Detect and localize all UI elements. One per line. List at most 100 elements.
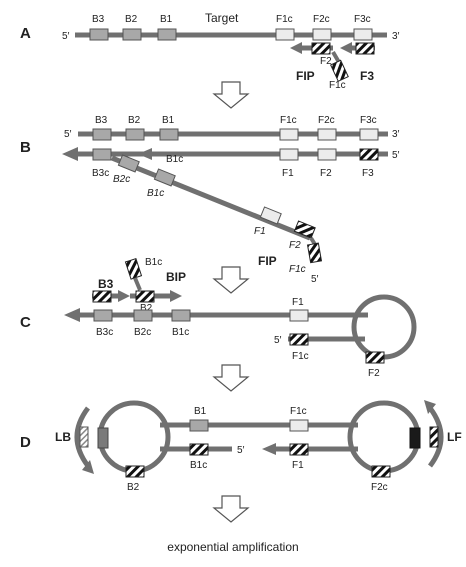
b2-label: B2 — [125, 14, 138, 25]
b3c-label: B3c — [96, 327, 113, 338]
f3-region — [359, 148, 379, 161]
three-prime-label: 3′ — [392, 31, 400, 42]
b1c-label: B1c — [190, 460, 207, 471]
f1c-label: F1c — [292, 351, 309, 362]
b2c-label: B2c — [134, 327, 151, 338]
b1-label: B1 — [162, 115, 175, 126]
five-prime-bottom-label: 5′ — [392, 150, 400, 161]
lb-binding-region — [97, 427, 109, 449]
bip-b1c-label: B1c — [145, 257, 162, 268]
lb-label: LB — [55, 430, 71, 444]
f3c-label: F3c — [360, 115, 377, 126]
b1-label: B1 — [160, 14, 173, 25]
panel-c: C B1c BIP B2 B3 B3c B2c B1c F1 5′ F1c F2 — [20, 257, 417, 379]
b3-primer-segment — [92, 290, 112, 303]
f2-tail-region — [293, 220, 316, 239]
f1c-region — [289, 333, 309, 346]
b1-region — [157, 28, 177, 41]
amplification-caption: exponential amplification — [167, 540, 298, 554]
f2-tail-label: F2 — [289, 240, 301, 251]
lf-primer-strand — [427, 406, 444, 468]
f1c-tail-region — [306, 242, 323, 264]
bip-linker — [133, 277, 142, 291]
bip-b2-segment — [135, 290, 155, 303]
right-loop — [347, 400, 421, 474]
lb-primer-strand — [74, 406, 91, 468]
f2c-label: F2c — [318, 115, 335, 126]
five-prime-tail-label: 5′ — [311, 274, 319, 285]
panel-label-d: D — [20, 434, 31, 451]
five-prime-label: 5′ — [237, 445, 245, 456]
f2c-region — [312, 28, 332, 41]
panel-d: D B1 B1c 5′ F1c F1 B2 F2c LB LF — [20, 400, 462, 493]
f3-label: F3 — [362, 168, 374, 179]
fip-f2-segment — [311, 42, 331, 55]
b2-label: B2 — [128, 115, 141, 126]
f3-primer-label: F3 — [360, 69, 374, 83]
b1c-strand-label: B1c — [172, 327, 189, 338]
five-prime-top-label: 5′ — [64, 129, 72, 140]
f2c-label: F2c — [371, 482, 388, 493]
b2-region — [125, 128, 145, 141]
b3-extension-arrowhead — [62, 147, 78, 161]
f1c-region — [279, 128, 299, 141]
b2c-label: B2c — [113, 174, 130, 185]
bip-arrowhead — [170, 290, 182, 302]
b3c-label: B3c — [92, 168, 109, 179]
b1c-strand-label: B1c — [147, 188, 164, 199]
stem-loop — [351, 294, 417, 360]
f2-region — [317, 148, 337, 161]
f1c-region — [275, 28, 295, 41]
b2-region — [122, 28, 142, 41]
b3-region — [92, 128, 112, 141]
f3-arrowhead — [340, 42, 352, 54]
b2c-region — [133, 309, 153, 322]
panel-a: A Target 5′ 3′ B3 B2 B1 F1c F2c F3c F2 F… — [20, 11, 400, 91]
f3c-region — [359, 128, 379, 141]
b2-region — [125, 465, 145, 478]
bip-b2-label: B2 — [140, 303, 153, 314]
b1c-strand-region — [153, 168, 176, 187]
f2-label: F2 — [320, 168, 332, 179]
three-prime-top-label: 3′ — [392, 129, 400, 140]
b1-region — [189, 419, 209, 432]
b1c-label: B1c — [166, 154, 183, 165]
b3-label: B3 — [92, 14, 105, 25]
panel-label-a: A — [20, 25, 31, 42]
f1c-label: F1c — [276, 14, 293, 25]
b3-primer-label: B3 — [98, 277, 114, 291]
f3c-label: F3c — [354, 14, 371, 25]
f1-label: F1 — [292, 297, 304, 308]
step-arrow-4 — [212, 495, 250, 523]
f2c-label: F2c — [313, 14, 330, 25]
five-prime-label: 5′ — [274, 335, 282, 346]
b1-region — [159, 128, 179, 141]
f2c-region — [317, 128, 337, 141]
b1c-region — [171, 309, 191, 322]
five-prime-label: 5′ — [62, 31, 70, 42]
fip-f1c-label: F1c — [329, 80, 346, 91]
f1-label: F1 — [282, 168, 294, 179]
b3-region — [89, 28, 109, 41]
step-arrow-2 — [212, 266, 250, 294]
left-loop — [97, 400, 171, 474]
f1-tail-region — [259, 206, 282, 225]
b3-arrowhead — [118, 290, 130, 302]
f1-tail-label: F1 — [254, 226, 266, 237]
panel-label-c: C — [20, 314, 31, 331]
fip-f1c-segment — [330, 59, 349, 82]
lf-primer-segment — [429, 426, 439, 448]
panel-label-b: B — [20, 139, 31, 156]
b2-extension-arrowhead — [138, 148, 152, 160]
f3c-region — [353, 28, 373, 41]
f1-region — [289, 443, 309, 456]
strand-arrowhead — [64, 308, 80, 322]
lf-binding-region — [409, 427, 421, 449]
b3c-region — [92, 148, 112, 161]
f1c-tail-label: F1c — [289, 264, 306, 275]
f3-segment — [355, 42, 375, 55]
f2-region — [365, 351, 385, 364]
step-arrow-1 — [212, 81, 250, 109]
fip-label: FIP — [258, 254, 277, 268]
displaced-strand — [111, 155, 311, 241]
